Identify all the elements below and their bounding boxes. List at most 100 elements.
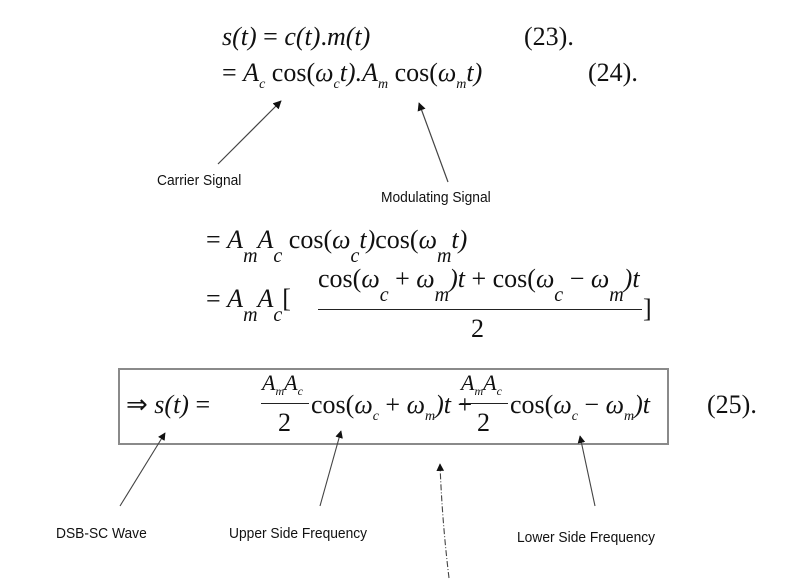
eq25-omega-m2: ω bbox=[605, 390, 624, 419]
eq24-omega-m: ω bbox=[437, 58, 457, 87]
equation-23: s(t) = c(t).m(t) bbox=[222, 24, 370, 50]
step1-omega-c: ω bbox=[332, 225, 351, 254]
modulating-signal-arrow-icon bbox=[417, 102, 449, 183]
eq24-omega-sub-c: c bbox=[333, 77, 340, 92]
eq25-sub-c1: c bbox=[372, 409, 379, 424]
lower-side-frequency-arrow-icon bbox=[577, 435, 596, 507]
step1-sub-m: m bbox=[243, 245, 258, 267]
step2-t1: )t bbox=[449, 264, 465, 293]
step2-close-bracket: ] bbox=[643, 294, 652, 323]
step2-sub-m1: m bbox=[434, 284, 450, 306]
eq25-cos2: cos( bbox=[510, 390, 554, 419]
step1-omega-sub-m: m bbox=[436, 245, 452, 267]
eq23-lhs: s(t) bbox=[222, 22, 257, 51]
step1-sub-c: c bbox=[273, 245, 283, 267]
eq25-f1-amp-m: A bbox=[262, 370, 276, 395]
equation-23-number: (23). bbox=[524, 22, 574, 51]
upper-side-frequency-label: Upper Side Frequency bbox=[229, 525, 368, 542]
eq25-sub-m1: m bbox=[424, 409, 436, 424]
eq23-dot: . bbox=[320, 22, 327, 51]
eq25-frac2-den: 2 bbox=[477, 408, 490, 437]
step2-plus: + bbox=[388, 264, 417, 293]
eq25-f2-sub-m: m bbox=[474, 384, 484, 398]
step2-fraction-bar bbox=[318, 309, 642, 310]
expansion-step-2: = AmAc[ bbox=[206, 284, 291, 326]
equation-25-number: (25). bbox=[707, 390, 757, 419]
step2-omega-c1: ω bbox=[361, 264, 380, 293]
step1-cos2: cos( bbox=[375, 225, 419, 254]
eq24-cos1: cos( bbox=[271, 58, 316, 87]
equation-24-number: (24). bbox=[588, 58, 638, 87]
equation-24: = Ac cos(ωct).Am cos(ωmt) bbox=[222, 58, 483, 92]
step1-omega-m: ω bbox=[418, 225, 437, 254]
step2-denominator: 2 bbox=[471, 314, 484, 343]
eq25-t1: )t bbox=[435, 390, 451, 419]
eq25-plus2: + bbox=[450, 390, 473, 419]
eq25-frac2-num: AmAc bbox=[461, 370, 502, 398]
eq24-t1: t). bbox=[339, 58, 363, 87]
step1-omega-sub-c: c bbox=[350, 245, 360, 267]
eq24-amp-m: A bbox=[362, 58, 378, 87]
equation-25: ⇒ s(t) = bbox=[126, 392, 210, 418]
eq25-f1-sub-c: c bbox=[297, 384, 303, 398]
step2-omega-m2: ω bbox=[590, 264, 610, 293]
carrier-signal-label: Carrier Signal bbox=[157, 172, 242, 189]
eq25-omega-c1: ω bbox=[354, 390, 373, 419]
modulating-signal-label: Modulating Signal bbox=[381, 189, 491, 206]
step1-t2: t) bbox=[451, 225, 468, 254]
dsb-sc-wave-arrow-icon bbox=[119, 432, 166, 507]
lower-side-frequency-label: Lower Side Frequency bbox=[517, 529, 656, 546]
step2-sub-m2: m bbox=[609, 284, 624, 306]
expansion-step-1: = AmAc cos(ωct)cos(ωmt) bbox=[206, 225, 468, 267]
step2-minus: − bbox=[563, 264, 591, 293]
eq25-f2-sub-c: c bbox=[496, 384, 502, 398]
step2-omega-m1: ω bbox=[416, 264, 435, 293]
eq24-sub-c: c bbox=[259, 77, 266, 92]
eq25-frac1-num: AmAc bbox=[262, 370, 303, 398]
eq24-equals: = bbox=[222, 58, 237, 87]
dash-dot-arrow-icon bbox=[436, 463, 450, 579]
eq25-frac2-bar bbox=[460, 403, 508, 404]
step2-equals: = bbox=[206, 284, 221, 313]
step1-cos1: cos( bbox=[288, 225, 333, 254]
eq25-term1: cos(ωc + ωm)t + bbox=[311, 390, 473, 424]
carrier-signal-arrow-icon bbox=[217, 100, 282, 165]
eq25-minus: − bbox=[577, 390, 606, 419]
step1-equals: = bbox=[206, 225, 221, 254]
step1-t1: t) bbox=[359, 225, 376, 254]
eq25-f2-amp-c: A bbox=[483, 370, 497, 395]
eq25-t2: )t bbox=[634, 390, 650, 419]
eq25-sub-c2: c bbox=[571, 409, 578, 424]
eq24-cos2: cos( bbox=[394, 58, 438, 87]
step2-cos2: + cos( bbox=[464, 264, 536, 293]
step1-amp-c: A bbox=[257, 225, 274, 254]
dsb-sc-wave-label: DSB-SC Wave bbox=[56, 525, 147, 542]
eq25-f1-sub-m: m bbox=[275, 384, 285, 398]
step2-omega-c2: ω bbox=[535, 264, 555, 293]
upper-side-frequency-arrow-icon bbox=[319, 430, 343, 507]
eq25-frac1-den: 2 bbox=[278, 408, 291, 437]
eq24-sub-m: m bbox=[377, 77, 389, 92]
step2-fraction: cos(ωc + ωm)t + cos(ωc − ωm)t bbox=[318, 264, 640, 306]
step2-sub-c1: c bbox=[379, 284, 389, 306]
eq25-omega-m1: ω bbox=[406, 390, 425, 419]
implies-arrow-icon: ⇒ bbox=[126, 390, 148, 419]
eq23-equals: = bbox=[263, 22, 278, 51]
step2-amp-c: A bbox=[257, 284, 274, 313]
eq23-carrier: c(t) bbox=[284, 22, 321, 51]
step2-cos1: cos( bbox=[318, 264, 362, 293]
eq25-lhs: s(t) bbox=[154, 390, 189, 419]
eq25-omega-c2: ω bbox=[553, 390, 572, 419]
eq24-t2: t) bbox=[466, 58, 483, 87]
eq25-frac1-bar bbox=[261, 403, 309, 404]
step1-amp-m: A bbox=[227, 225, 244, 254]
eq25-plus1: + bbox=[378, 390, 407, 419]
eq24-omega-sub-m: m bbox=[456, 77, 467, 92]
step2-sub-m: m bbox=[243, 304, 258, 326]
step2-numerator: cos(ωc + ωm)t + cos(ωc − ωm)t bbox=[318, 264, 640, 306]
step2-sub-c: c bbox=[273, 304, 283, 326]
eq23-message: m(t) bbox=[326, 22, 371, 51]
step2-amp-m: A bbox=[227, 284, 244, 313]
step2-open-bracket: [ bbox=[282, 284, 291, 313]
eq25-f2-amp-m: A bbox=[461, 370, 475, 395]
